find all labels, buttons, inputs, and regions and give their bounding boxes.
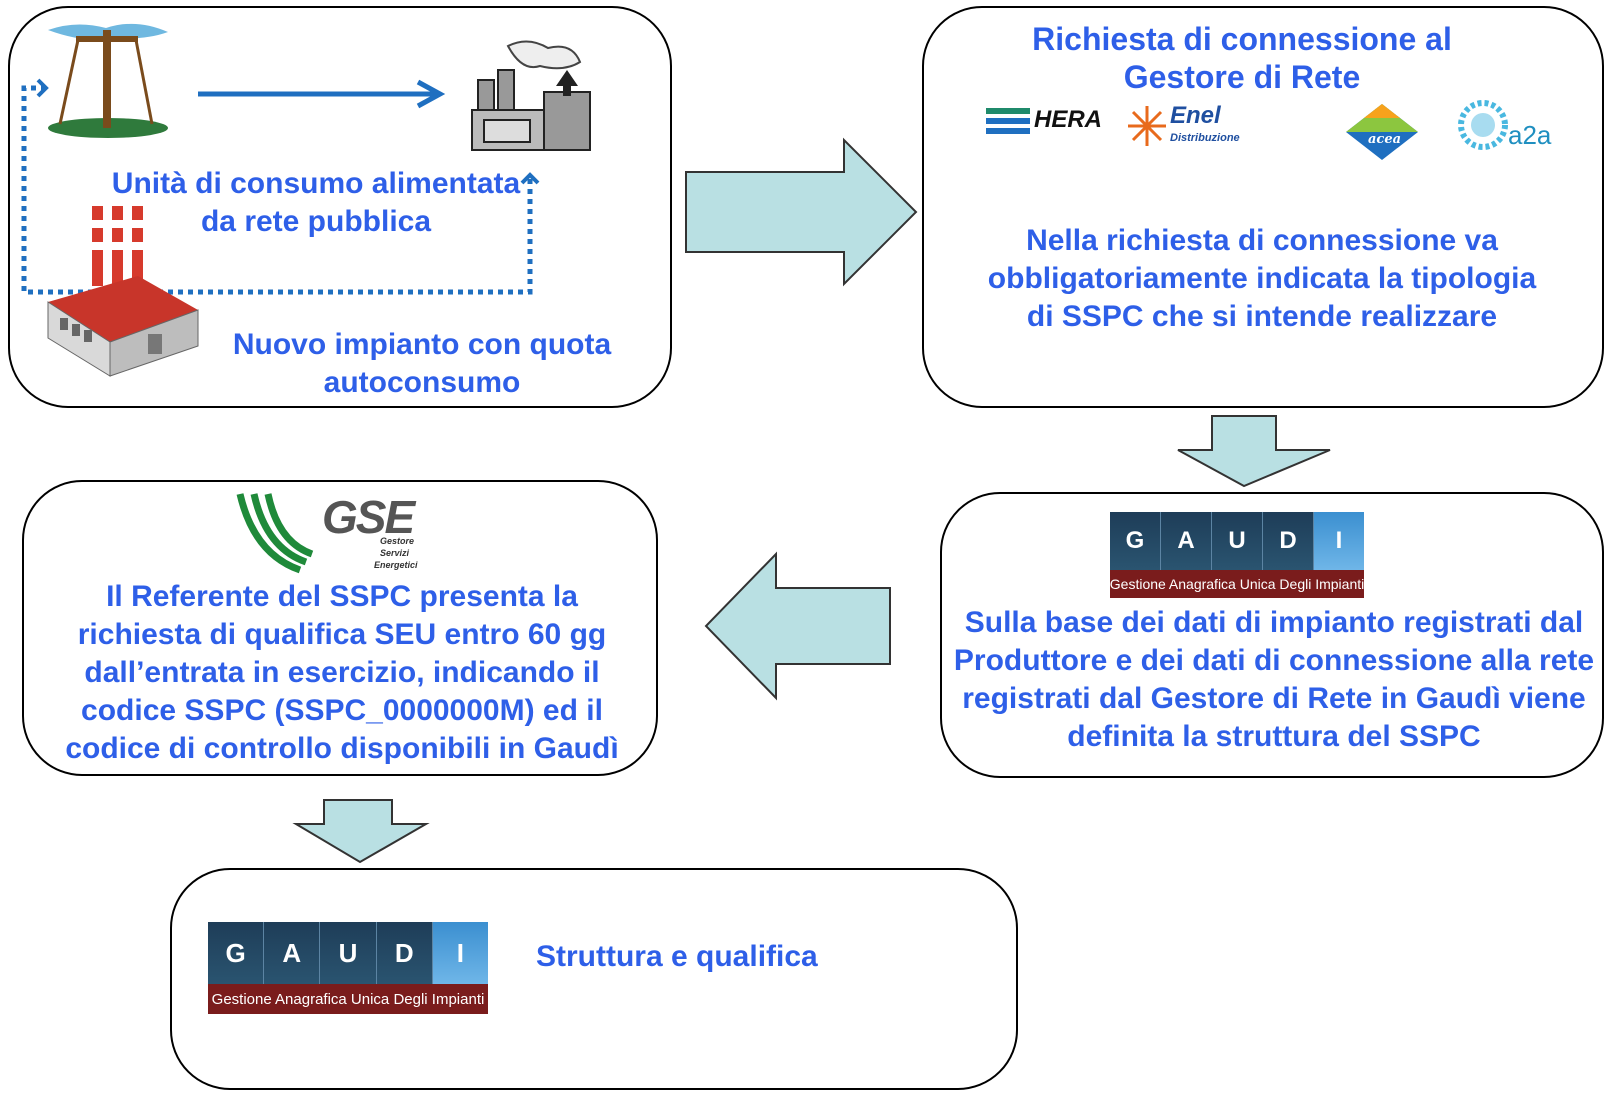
flow-arrow-right	[685, 137, 918, 287]
connection-request-body: Nella richiesta di connessione va obblig…	[987, 224, 1537, 333]
acea-logo: acea	[1346, 104, 1418, 160]
gse-logo-sub1: Gestore	[380, 536, 415, 546]
flow-arrow-left	[704, 551, 891, 701]
step-box-connection-request	[922, 6, 1604, 408]
enel-logo-text: Enel	[1170, 102, 1221, 129]
gaudi-subtitle: Gestione Anagrafica Unica Degli Impianti	[208, 984, 488, 1014]
gaudi-letter: U	[320, 922, 377, 984]
a2a-logo-text: a2a	[1508, 120, 1552, 150]
a2a-logo: a2a	[1458, 98, 1568, 154]
power-plant-icon	[47, 206, 199, 377]
gaudi-letter: D	[377, 922, 433, 984]
flow-arrow-down-left	[292, 799, 430, 864]
gaudi-structure-body: Sulla base dei dati di impianto registra…	[953, 606, 1595, 753]
step-box-gse-qualification	[22, 480, 658, 776]
gse-logo-text: GSE	[322, 491, 415, 543]
consumption-unit-label: Unità di consumo alimentata da rete pubb…	[111, 167, 521, 238]
power-pole-icon	[48, 23, 168, 138]
flow-arrow-down-right	[1177, 415, 1331, 488]
flow-arrow	[198, 79, 446, 109]
gaudi-letter: G	[208, 922, 265, 984]
gaudi-logo: G A U D I Gestione Anagrafica Unica Degl…	[1110, 512, 1364, 598]
gaudi-letter: I	[1314, 512, 1364, 570]
gse-logo: GSE Gestore Servizi Energetici	[236, 491, 418, 574]
gse-logo-sub2: Servizi	[380, 548, 410, 558]
gaudi-letter: A	[264, 922, 321, 984]
connection-request-title: Richiesta di connessione al Gestore di R…	[1032, 21, 1452, 95]
enel-logo-subtext: Distribuzione	[1170, 132, 1240, 144]
structure-qualification-label: Struttura e qualifica	[536, 940, 818, 973]
gse-logo-sub3: Energetici	[374, 560, 418, 570]
gaudi-letter: D	[1263, 512, 1314, 570]
gse-qualification-body: Il Referente del SSPC presenta la richie…	[65, 580, 619, 765]
new-plant-label: Nuovo impianto con quota autoconsumo	[232, 328, 612, 399]
acea-logo-text: acea	[1368, 132, 1402, 147]
enel-logo: Enel Distribuzione	[1126, 100, 1266, 152]
gaudi-letter: U	[1212, 512, 1263, 570]
gaudi-logo: G A U D I Gestione Anagrafica Unica Degl…	[208, 922, 488, 1014]
gaudi-letter: I	[432, 922, 488, 984]
hera-logo-text: HERA	[1034, 106, 1103, 133]
gaudi-letter: G	[1110, 512, 1161, 570]
factory-icon	[471, 40, 591, 151]
gaudi-subtitle: Gestione Anagrafica Unica Degli Impianti	[1110, 570, 1364, 598]
hera-logo: HERA	[986, 102, 1102, 142]
gaudi-letter: A	[1161, 512, 1212, 570]
